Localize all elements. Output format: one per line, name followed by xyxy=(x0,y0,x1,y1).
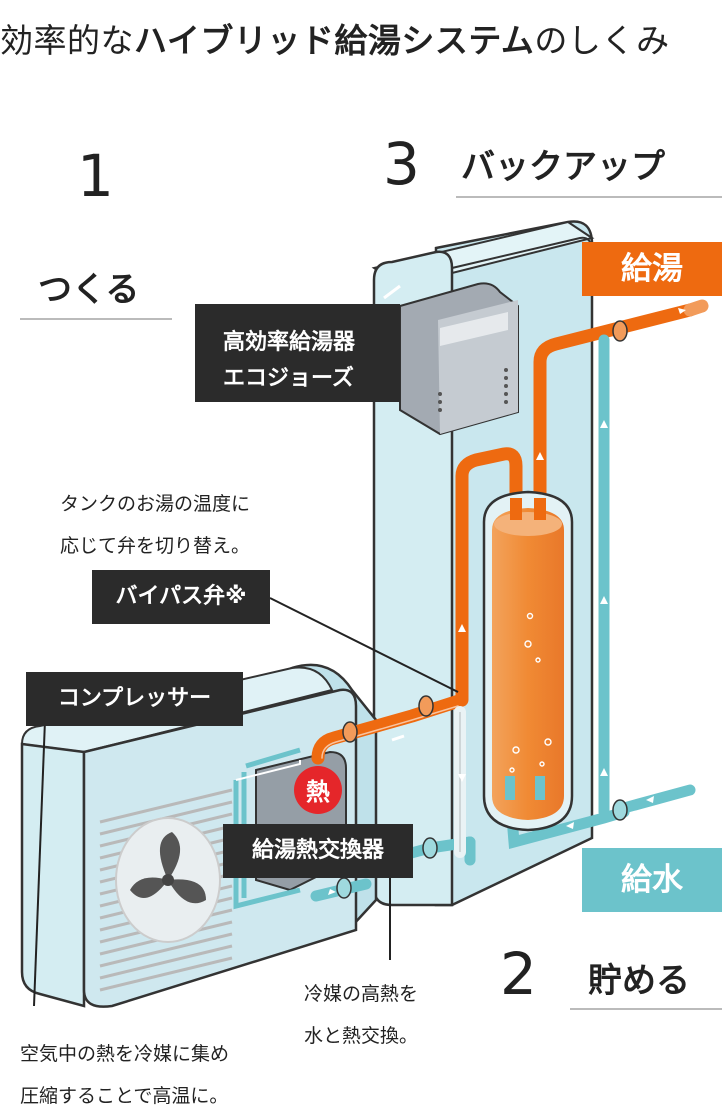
step-2-number: 2 xyxy=(500,940,537,1008)
pipe-joints xyxy=(336,320,628,899)
leader-lines xyxy=(33,597,459,1007)
hot-water-piping xyxy=(311,299,709,765)
step-1-number: 1 xyxy=(77,142,114,210)
boiler-unit xyxy=(399,282,519,436)
step-3-number: 3 xyxy=(383,130,420,198)
step-2-rule xyxy=(570,1008,722,1010)
page-title: 効率的なハイブリッド給湯システムのしくみ xyxy=(0,21,670,60)
step-3-rule xyxy=(456,196,722,198)
boiler-label-line2: エコジョーズ xyxy=(223,366,354,391)
step-2-label: 貯める xyxy=(588,961,690,1001)
bypass-note-line2: 応じて弁を切り替え。 xyxy=(60,535,251,557)
compressor-note-line1: 空気中の熱を冷媒に集め xyxy=(20,1043,230,1065)
hot-water-tag: 給湯 xyxy=(582,242,722,296)
boiler-label-line1: 高効率給湯器 xyxy=(223,330,356,355)
fan-icon xyxy=(130,832,206,904)
bypass-valve-label: バイパス弁※ xyxy=(92,570,270,624)
bypass-note-line1: タンクのお湯の温度に xyxy=(60,493,251,515)
heat-exchanger-label: 給湯熱交換器 xyxy=(223,824,413,878)
step-1-label: つくる xyxy=(38,270,140,310)
storage-tank xyxy=(482,490,574,832)
heat-badge xyxy=(294,766,342,814)
heat-badge-text: 熱 xyxy=(306,778,330,806)
exchanger-note-line2: 水と熱交換。 xyxy=(304,1025,419,1047)
exchanger-note-line1: 冷媒の高熱を xyxy=(304,983,419,1005)
step-3-label: バックアップ xyxy=(461,147,665,187)
boiler-label: 高効率給湯器 エコジョーズ xyxy=(195,304,400,402)
water-supply-tag: 給水 xyxy=(582,848,722,912)
step-1-rule xyxy=(20,318,172,320)
compressor-label: コンプレッサー xyxy=(26,672,243,726)
compressor-note-line2: 圧縮することで高温に。 xyxy=(20,1085,229,1107)
flow-arrows xyxy=(328,308,686,895)
